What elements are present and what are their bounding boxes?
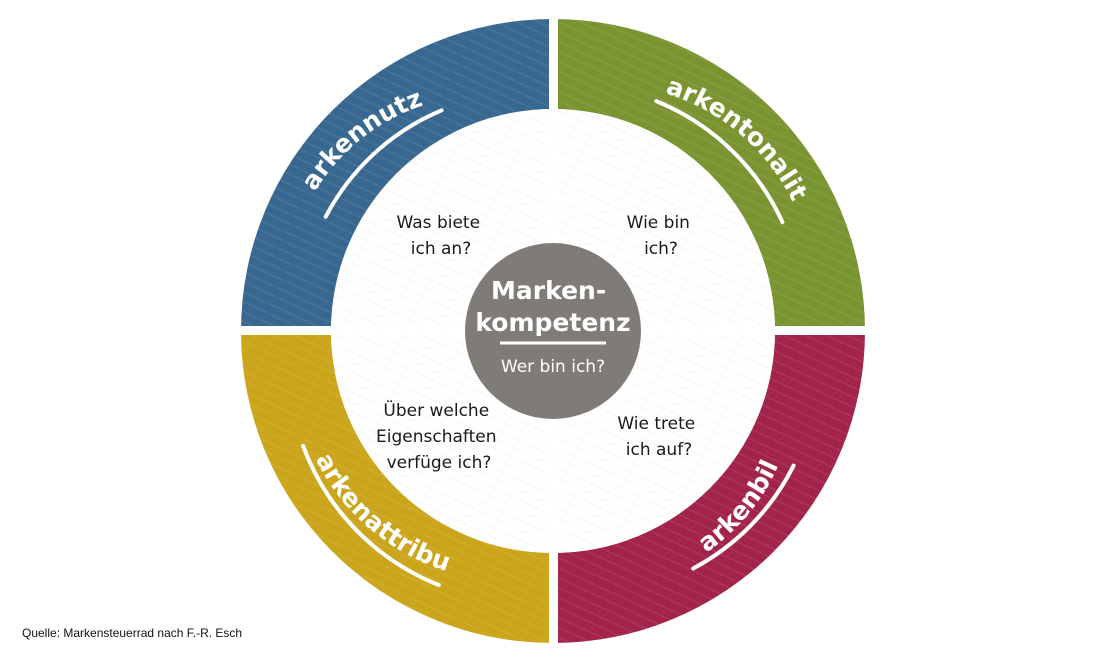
question-line: verfüge ich? [387,453,492,473]
underline-markentonalitaet [654,99,785,225]
center-title-line1: Marken- [491,276,606,305]
question-line: Was biete [397,213,481,233]
question-line: Wie trete [617,414,695,434]
underline-markennutzen [323,108,444,219]
center-title: Marken- kompetenz [475,276,630,337]
ring-hatch-1 [553,19,865,331]
underline-markenattribute [301,443,441,588]
question-markenattribute: Über welche Eigenschaften verfüge ich? [376,399,502,473]
underline-markenbild [691,463,796,571]
question-line: Wie bin [627,213,690,233]
source-caption: Quelle: Markensteuerrad nach F.-R. Esch [22,626,243,640]
question-line: Eigenschaften [376,427,496,447]
ring-hatch-0 [241,19,553,331]
question-line: ich an? [411,239,471,259]
center-title-line2: kompetenz [475,308,630,337]
center-question: Wer bin ich? [501,357,605,377]
ring-hatch-2 [553,331,865,643]
question-line: Über welche [383,399,489,421]
center-hub [465,243,641,419]
question-line: ich? [644,239,678,259]
ring-hatch-3 [241,331,553,643]
question-markennutzen: Was biete ich an? [397,213,486,259]
question-markentonalitaet: Wie bin ich? [627,213,696,259]
question-line: ich auf? [626,440,692,460]
question-markenbild: Wie trete ich auf? [617,414,700,460]
